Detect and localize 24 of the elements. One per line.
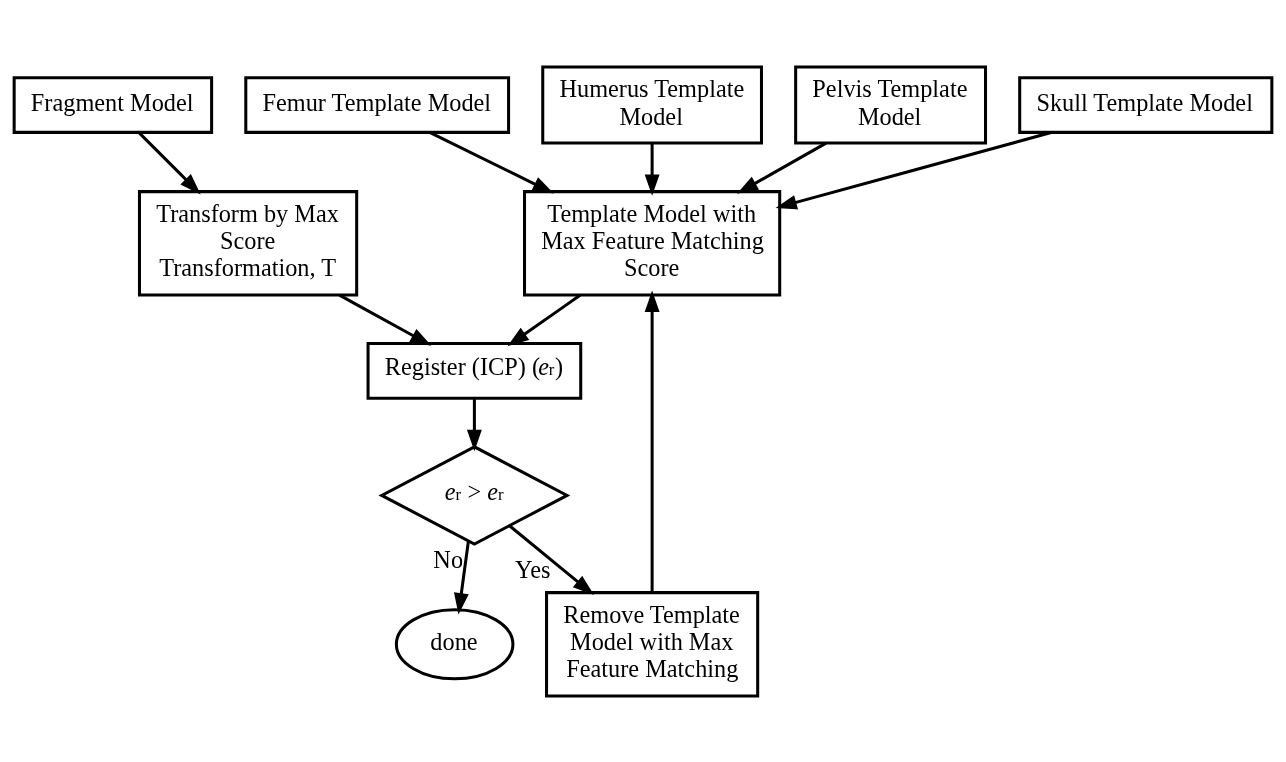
node-box: Register (ICP) (er) [366,341,583,400]
arrow [644,290,660,592]
arrow [338,293,432,346]
arrow [429,130,554,193]
node-box: Fragment Model [12,75,214,134]
arrow [644,143,660,196]
node-box: Skull Template Model [1018,75,1274,134]
node-box: Transform by Max Score Transformation, T [137,189,359,296]
arrow [775,130,1052,209]
node-box: Humerus Template Model [541,65,763,145]
arrow [466,398,482,451]
node-box: Pelvis Template Model [794,65,988,145]
arrow [137,131,201,194]
edge-label: No [433,545,464,573]
node-box: Remove Template Model with Max Feature Matching [545,590,760,697]
arrow [736,141,827,194]
arrow [508,524,594,595]
arrow [507,293,582,346]
node-diamond: er > er [378,444,571,546]
node-box: Femur Template Model [244,75,511,134]
edge-label: Yes [515,555,551,583]
arrow [453,540,470,614]
node-ellipse: done [394,607,515,680]
node-box: Template Model with Max Feature Matching Score [523,189,782,296]
